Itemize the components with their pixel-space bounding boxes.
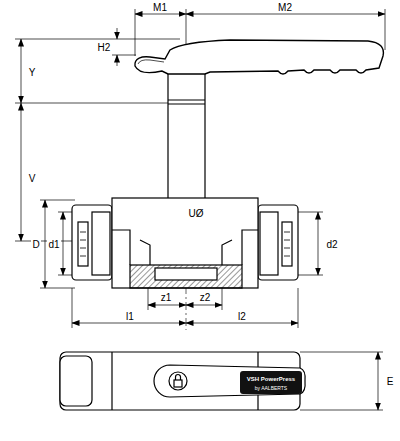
dimension-label: d2 — [325, 239, 338, 250]
dimension-label: l2 — [237, 311, 247, 322]
dimension-label: l1 — [125, 311, 135, 322]
dimension-label: V — [28, 173, 37, 184]
dimension-label: M1 — [152, 2, 168, 13]
dimension-label: D — [31, 239, 40, 250]
dimension-label: M2 — [277, 2, 293, 13]
dimension-label: d1 — [47, 239, 60, 250]
brand-logo-text: VSH PowerPress — [246, 376, 296, 383]
dimension-label: UØ — [188, 208, 205, 219]
dimension-label: E — [386, 376, 395, 387]
dimension-label: z2 — [199, 292, 212, 303]
dimension-label: Y — [28, 67, 37, 78]
dimension-label: H2 — [97, 42, 112, 53]
dimension-label: z1 — [160, 292, 173, 303]
brand-logo-subtext: by AALBERTS — [254, 385, 288, 391]
